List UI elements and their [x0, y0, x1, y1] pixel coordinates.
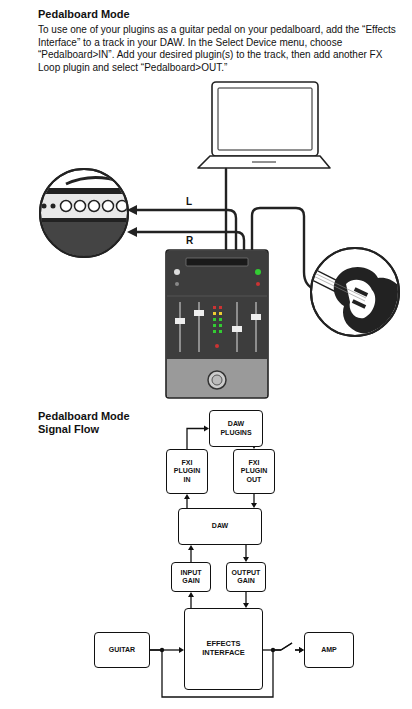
- connector-line: [187, 429, 205, 450]
- box-label: EFFECTS INTERFACE: [188, 640, 259, 657]
- signal-connector: [251, 494, 257, 508]
- signal-connector: [243, 592, 249, 608]
- interface-device: [166, 250, 268, 398]
- arrowhead: [127, 227, 137, 237]
- box-text-group: INPUT GAIN: [175, 569, 207, 585]
- box-label: DAW PLUGINS: [213, 420, 259, 436]
- amp-illustration: [30, 169, 142, 282]
- box-label: DAW: [212, 522, 228, 530]
- process-box: FXI PLUGIN IN: [166, 449, 208, 494]
- connector-line: [190, 596, 191, 608]
- process-box: DAW PLUGINS: [209, 410, 263, 447]
- box-label: FXI PLUGIN IN: [170, 459, 204, 483]
- junction-dot: [160, 648, 164, 652]
- process-box: GUITAR: [94, 632, 150, 668]
- channel-label: R: [186, 235, 193, 246]
- section-heading: Pedalboard Mode Signal Flow: [38, 410, 138, 436]
- guitar-illustration: [296, 248, 404, 336]
- process-box: DAW: [178, 508, 262, 545]
- process-box: FXI PLUGIN OUT: [233, 449, 275, 494]
- box-label: GUITAR: [109, 646, 135, 654]
- box-label: FXI PLUGIN OUT: [237, 459, 271, 483]
- arrowhead: [188, 592, 194, 597]
- box-text-group: AMP: [321, 646, 337, 654]
- box-text-group: DAW PLUGINS: [213, 420, 259, 436]
- box-text-group: DAW: [212, 522, 228, 530]
- signal-connector: [184, 494, 190, 508]
- page-title: Pedalboard Mode: [38, 8, 130, 20]
- connector-line: [186, 498, 187, 508]
- connector-line: [245, 545, 246, 558]
- connector-line: [190, 549, 191, 562]
- arrowhead: [188, 545, 194, 550]
- signal-connector: [188, 545, 194, 562]
- process-box: INPUT GAIN: [171, 562, 211, 592]
- intro-paragraph: To use one of your plugins as a guitar p…: [38, 24, 398, 75]
- process-box: OUTPUT GAIN: [226, 562, 266, 592]
- signal-connector: [263, 643, 304, 653]
- junction-dot: [271, 648, 275, 652]
- box-label: INPUT GAIN: [175, 569, 207, 585]
- channel-label: L: [186, 196, 192, 207]
- box-label: AMP: [321, 646, 337, 654]
- process-box: AMP: [304, 632, 354, 668]
- connector-line: [281, 643, 292, 650]
- box-text-group: GUITAR: [109, 646, 135, 654]
- connector-line: [253, 494, 254, 504]
- signal-connector: [187, 426, 209, 450]
- connector-line: [245, 592, 246, 604]
- arrowhead: [184, 494, 190, 499]
- box-text-group: FXI PLUGIN IN: [170, 459, 204, 483]
- process-box: EFFECTS INTERFACE: [184, 608, 263, 690]
- signal-connector: [243, 545, 249, 562]
- signal-connector: [188, 592, 194, 608]
- box-text-group: EFFECTS INTERFACE: [188, 640, 259, 657]
- box-label: OUTPUT GAIN: [230, 569, 262, 585]
- box-text-group: FXI PLUGIN OUT: [237, 459, 271, 483]
- connector-line: [281, 643, 292, 650]
- laptop: [198, 82, 330, 168]
- box-text-group: OUTPUT GAIN: [230, 569, 262, 585]
